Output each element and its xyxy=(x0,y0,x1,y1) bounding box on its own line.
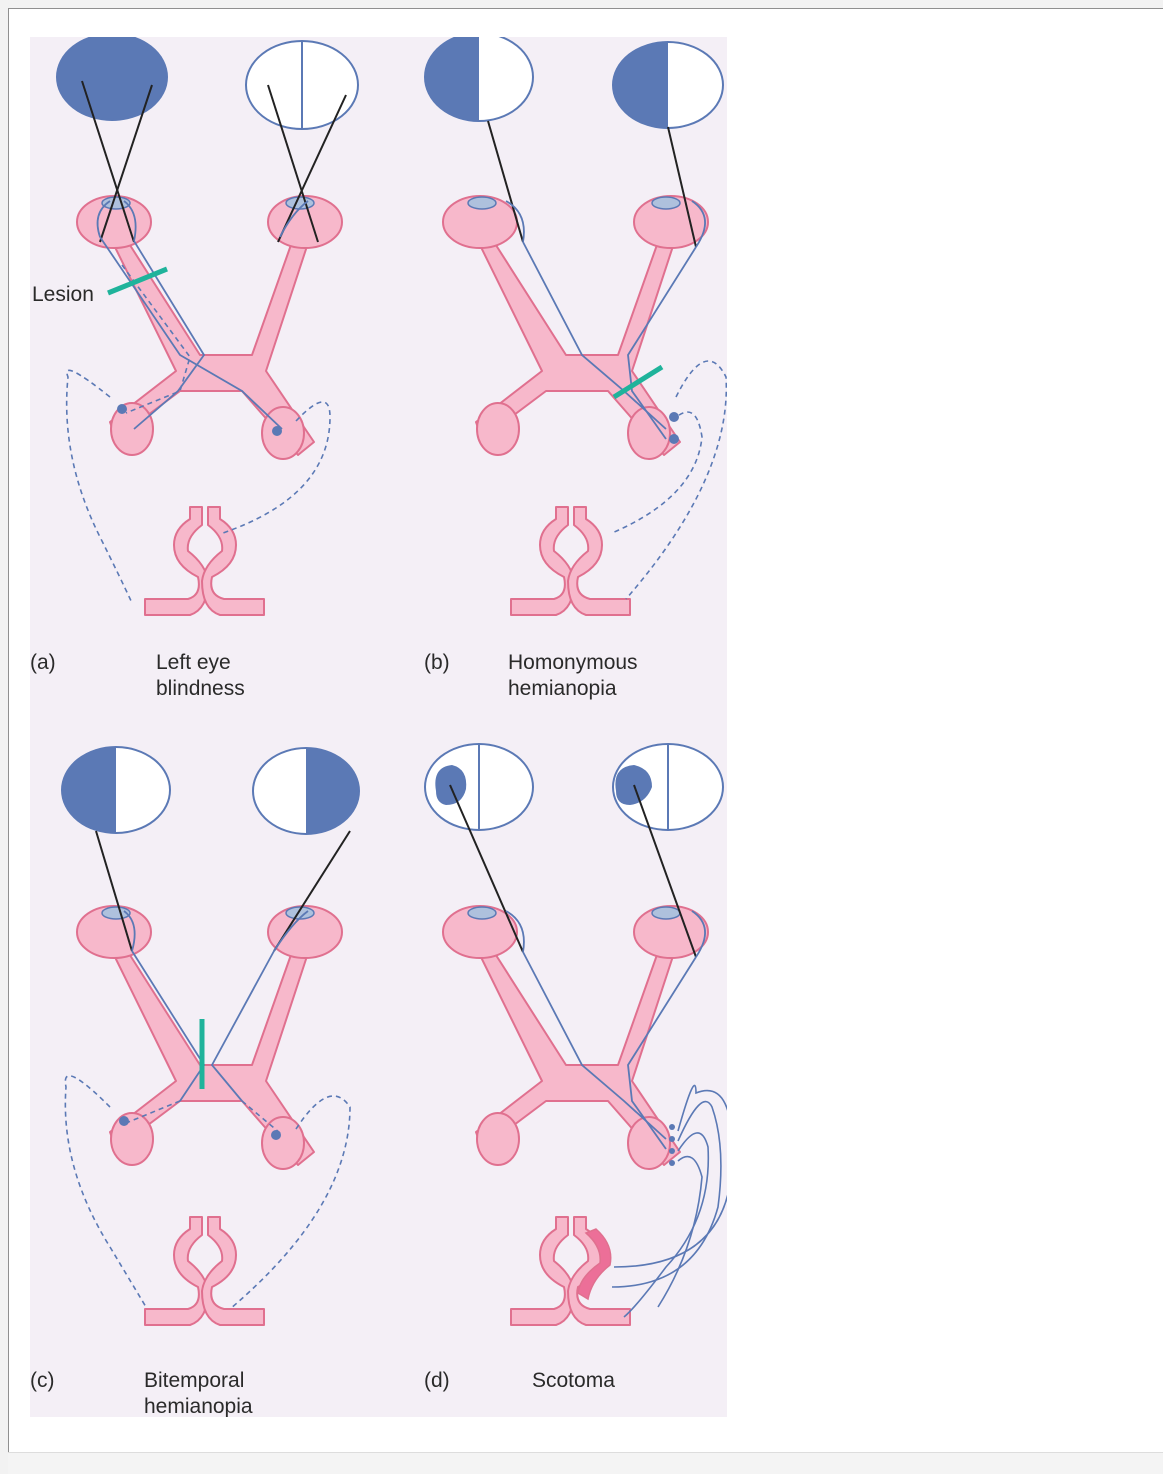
panel-a-title-line2: blindness xyxy=(156,677,245,700)
optic-chiasm xyxy=(443,196,708,459)
left-visual-field xyxy=(425,744,533,830)
optic-chiasm xyxy=(443,906,708,1169)
panel-b-title-line1: Homonymous xyxy=(508,651,638,674)
visual-cortex xyxy=(511,1217,630,1325)
panel-homonymous-hemianopia: (b) Homonymous hemianopia xyxy=(424,37,726,700)
visual-cortex xyxy=(145,507,264,615)
dashed-radiations xyxy=(65,1076,350,1309)
visual-cortex xyxy=(145,1217,264,1325)
left-visual-field xyxy=(425,37,533,121)
optic-chiasm xyxy=(77,196,342,459)
panel-c-title-line1: Bitemporal xyxy=(144,1369,244,1392)
panel-left-eye-blindness: Lesion (a) Left eye blindness xyxy=(30,37,358,700)
panel-b-letter: (b) xyxy=(424,651,450,674)
optic-chiasm xyxy=(77,906,342,1169)
visual-pathway-figure: Lesion (a) Left eye blindness xyxy=(30,37,727,1417)
panel-d-title-line1: Scotoma xyxy=(532,1369,615,1392)
panel-c-title-line2: hemianopia xyxy=(144,1395,253,1417)
panel-b-title-line2: hemianopia xyxy=(508,677,617,700)
panel-c-letter: (c) xyxy=(30,1369,55,1392)
panel-a-letter: (a) xyxy=(30,651,56,674)
panel-a-title-line1: Left eye xyxy=(156,651,231,674)
right-visual-field xyxy=(253,748,359,834)
panel-bitemporal-hemianopia: (c) Bitemporal hemianopia xyxy=(30,747,359,1417)
lesion-label: Lesion xyxy=(32,283,94,306)
left-visual-field xyxy=(57,37,167,120)
right-visual-field xyxy=(613,42,723,128)
visual-cortex xyxy=(511,507,630,615)
viewer-bottom-bar xyxy=(8,1452,1163,1474)
panel-scotoma: (d) Scotoma xyxy=(424,744,727,1392)
visual-pathway-diagram: Lesion (a) Left eye blindness xyxy=(30,37,727,1417)
panel-d-letter: (d) xyxy=(424,1369,450,1392)
right-visual-field xyxy=(613,744,723,830)
right-visual-field xyxy=(246,41,358,129)
left-visual-field xyxy=(62,747,170,833)
